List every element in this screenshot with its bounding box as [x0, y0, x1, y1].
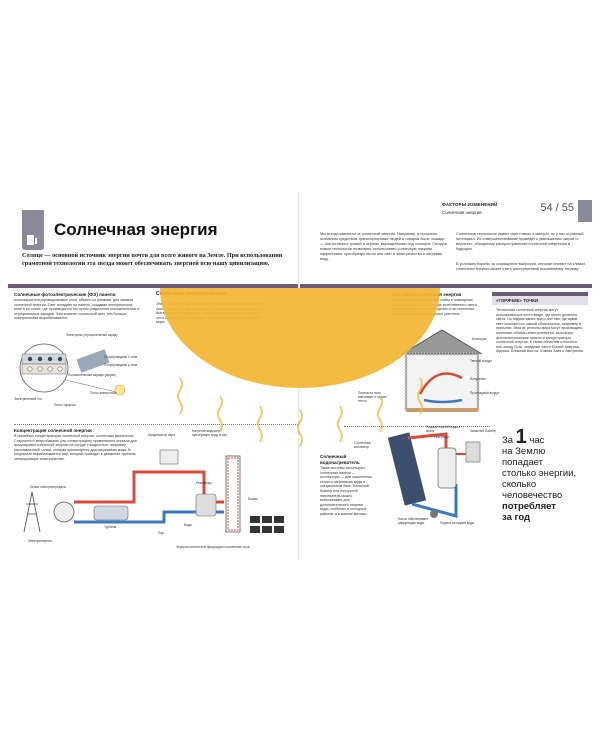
tower — [225, 455, 241, 533]
label-p-type: Полупроводник p-типа — [104, 363, 138, 367]
p-layer — [21, 363, 67, 375]
label-positive: Положительные заряды (дырки) — [68, 373, 116, 377]
header-subtitle: Солнечная энергия — [442, 210, 482, 215]
cold-pipe — [74, 510, 224, 524]
hot-spots-title: «ГОРЯЧИЕ» ТОЧКИ — [492, 296, 588, 305]
water-tank — [437, 447, 457, 489]
stat-tail: за год — [502, 512, 531, 523]
left-page: Солнечная энергия Солнце — основной исто… — [8, 192, 300, 560]
csp-diagram — [23, 449, 284, 533]
pv-title: Солнечные фотоэлектрические (ФЭ) панели — [14, 292, 116, 297]
pylon — [23, 491, 41, 533]
passive-title: Пассивная солнечная энергия — [392, 292, 462, 297]
label-radiation: Излучение — [470, 377, 486, 381]
electron-dots — [27, 356, 63, 362]
floor-tiles — [406, 408, 478, 412]
page-title: Солнечная энергия — [54, 220, 218, 239]
label-tank: Резервуар — [434, 435, 450, 439]
label-hot-water: Подача горячей воды к крану — [426, 425, 461, 433]
section-tab — [22, 210, 44, 250]
lead-paragraph: Солнце — основной источник энергии почти… — [22, 252, 283, 267]
stat-emph: потребляет — [502, 501, 556, 512]
stat-lead: За — [502, 435, 514, 446]
solar-collector — [387, 432, 427, 506]
label-hole-flow: Поток «дырок» — [54, 403, 77, 407]
station-text: Энергия Солнца, достигающей Земли, доста… — [156, 302, 266, 325]
cold-loop — [411, 484, 458, 518]
hole-dots — [27, 366, 63, 372]
label-storage: Резервуар — [196, 481, 212, 485]
house-roof — [401, 329, 483, 355]
label-turbine: Турбина — [104, 525, 117, 529]
tower-coil — [227, 457, 239, 531]
label-collector: Солнечный коллектор — [354, 441, 371, 449]
passive-text: Если расположить окна так, чтобы в помещ… — [392, 298, 478, 316]
label-electrons: Электроны (отрицательный заряд) — [66, 333, 118, 337]
csp-title: Концентрация солнечной энергии — [14, 428, 92, 433]
stat-line3: попадает — [502, 457, 544, 468]
label-warm-air: Теплый воздух — [470, 359, 492, 363]
hot-spots-box: «ГОРЯЧИЕ» ТОЧКИ Технологии солнечной эне… — [492, 292, 588, 422]
page-numbers: 54 / 55 — [540, 202, 574, 214]
csp-text: В линейных концентраторах солнечной энер… — [14, 434, 137, 461]
stat-line4: столько энергии, — [502, 468, 577, 479]
storage-tank — [195, 493, 217, 517]
header-topic: ФАКТОРЫ ИЗМЕНЕНИЙ — [442, 202, 498, 207]
stat-line6: человечество — [502, 490, 563, 501]
book-spread: Солнечная энергия Солнце — основной исто… — [0, 192, 600, 560]
station-title: Солнечная электростанция — [156, 291, 227, 297]
stat-unit: час — [529, 435, 545, 446]
label-pump: Насос обеспечивает циркуляцию воды — [398, 517, 429, 525]
purple-band — [8, 284, 300, 288]
stat-line5: сколько — [502, 479, 537, 490]
stat-number: 1 — [515, 426, 527, 448]
generator — [53, 501, 75, 523]
pv-panel-small — [76, 349, 110, 373]
condenser — [159, 449, 179, 465]
pv-text: используют полупроводниковые слои, обычн… — [14, 298, 140, 321]
running-header: ФАКТОРЫ ИЗМЕНЕНИЙ Солнечная энергия 54 /… — [442, 200, 592, 224]
label-mirrors: Зеркала-гелиостаты фокусируют солнечные … — [176, 545, 250, 549]
stat-line2: на Землю — [502, 446, 546, 457]
purple-band-right — [300, 284, 592, 288]
label-boiler: Запасной бойлер — [470, 429, 496, 433]
label-steam: Пар — [158, 531, 164, 535]
pump — [430, 510, 438, 518]
fuel-pump-icon — [27, 235, 37, 245]
heliostats — [250, 516, 284, 533]
section-divider — [14, 424, 300, 425]
pv-diagram — [19, 343, 126, 396]
label-n-type: Полупроводник n-типа — [104, 355, 138, 359]
stat-callout: За 1 час на Землю попадает столько энерг… — [502, 427, 592, 523]
right-page: ФАКТОРЫ ИЗМЕНЕНИЙ Солнечная энергия 54 /… — [300, 192, 592, 560]
hot-spots-text: Технологии солнечной энергии могут испол… — [496, 308, 584, 354]
label-cold-water: Подача холодной воды — [440, 521, 475, 525]
water-heater-diagram — [387, 432, 481, 518]
intro-col1: Мы всегда зависели от солнечной энергии.… — [320, 232, 447, 261]
heating-title: Солнечный водонагреватель — [320, 454, 360, 465]
label-electricity: Электроэнергия — [28, 539, 52, 543]
intro-col3: В условиях борьбы за сокращение выбросов… — [456, 262, 586, 271]
label-electron-flow: Поток электронов — [90, 391, 117, 395]
label-current: Электрический ток — [14, 397, 42, 401]
label-insulation: Изоляция — [472, 337, 487, 341]
turbine — [93, 505, 129, 521]
backup-boiler — [465, 441, 481, 463]
label-power-line: Линия электропередачи — [30, 485, 66, 489]
intro-col2: Солнечные технологии имеют свои плюсы и … — [456, 232, 584, 251]
label-heated-fluid: Нагретая жидкость преобразует воду в пар — [192, 429, 227, 437]
label-floor-heat: Плитка на полу впитывает и отдает тепло — [358, 391, 387, 403]
section-divider-right — [344, 426, 490, 427]
cool-air-arrow — [423, 398, 463, 404]
label-tower: Башня — [248, 497, 258, 501]
label-condenser: Конденсатор пара — [148, 433, 175, 437]
heating-text: Такие системы используют солнечные панел… — [320, 466, 372, 516]
label-water: Вода — [184, 523, 192, 527]
label-cool-air: Прохладный воздух — [470, 391, 500, 395]
section-tab-right — [578, 200, 592, 222]
bulb-icon — [114, 384, 126, 396]
